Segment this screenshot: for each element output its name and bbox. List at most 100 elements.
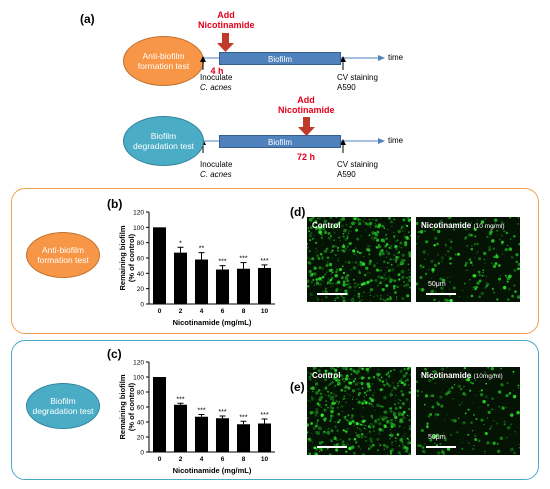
y-tick-label: 80 — [137, 390, 145, 397]
y-tick-label: 60 — [137, 256, 145, 263]
bar-8 — [236, 424, 251, 452]
bar-10 — [257, 267, 272, 304]
fluorescence-field — [307, 367, 411, 455]
micrograph-d-scale-text: 50μm — [428, 281, 446, 288]
formation-axis-label: time — [388, 53, 404, 62]
y-axis-label-line2: (% of control) — [127, 233, 136, 282]
bar-2 — [173, 252, 188, 304]
x-tick-label: 0 — [158, 308, 162, 315]
y-tick-label: 100 — [133, 375, 144, 382]
fluorescence-field — [416, 217, 520, 302]
significance-mark: *** — [260, 412, 268, 419]
degradation-test-label: Biofilm degradation test — [133, 131, 194, 151]
x-tick-label: 10 — [261, 456, 269, 463]
micrograph-e-treated-conc: (10mg/ml) — [473, 373, 503, 380]
bar-4 — [194, 416, 209, 452]
y-axis-label-line1: Remaining biofilm — [118, 225, 127, 290]
significance-mark: * — [179, 240, 182, 247]
y-axis-label-line2: (% of control) — [127, 382, 136, 431]
micrograph-e-control-label: Control — [312, 371, 341, 380]
fluorescence-field — [416, 367, 520, 455]
micrograph-e-scale-text: 50μm — [428, 434, 446, 441]
panel-label-d: (d) — [290, 205, 306, 219]
panel-label-a: (a) — [80, 12, 95, 26]
formation-absorbance: A590 — [337, 83, 356, 92]
significance-mark: *** — [239, 256, 247, 263]
formation-add-label: Add Nicotinamide — [198, 10, 255, 30]
bar-0 — [152, 227, 167, 304]
micrograph-e-treated: Nicotinamide (10mg/ml) 50μm — [416, 367, 520, 455]
y-axis-label-line1: Remaining biofilm — [118, 374, 127, 439]
panel-label-b: (b) — [107, 197, 123, 211]
y-tick-label: 0 — [140, 450, 144, 457]
degradation-time-point: 72 h — [296, 152, 315, 162]
formation-inoculate-text: Inoculate — [200, 73, 233, 82]
degradation-inoculate-text: Inoculate — [200, 160, 233, 169]
degradation-add-label: Add Nicotinamide — [278, 95, 335, 115]
x-tick-label: 0 — [158, 456, 162, 463]
micrograph-e-control: Control — [307, 367, 411, 455]
formation-stain: CV staining A590 — [337, 73, 378, 93]
x-tick-label: 4 — [200, 456, 204, 463]
micrograph-d-control: Control — [307, 217, 411, 302]
y-tick-label: 100 — [133, 225, 144, 232]
formation-test-label: Anti-biofilm formation test — [137, 51, 190, 71]
x-tick-label: 2 — [179, 308, 183, 315]
y-tick-label: 120 — [133, 210, 144, 217]
micrograph-e-treated-name: Nicotinamide — [421, 371, 472, 380]
x-tick-label: 6 — [221, 308, 225, 315]
bar-6 — [215, 418, 230, 452]
y-tick-label: 120 — [133, 360, 144, 367]
micrograph-d-treated-label: Nicotinamide (10 mg/ml) — [421, 221, 505, 230]
degradation-inoculate: Inoculate C. acnes — [200, 160, 232, 180]
y-tick-label: 20 — [137, 286, 145, 293]
x-tick-label: 2 — [179, 456, 183, 463]
degradation-stain: CV staining A590 — [337, 160, 378, 180]
degradation-biofilm-bar: Biofilm — [219, 135, 341, 148]
panel-label-e: (e) — [290, 380, 305, 394]
degradation-organism: C. acnes — [200, 170, 232, 179]
y-axis-label: Remaining biofilm(% of control) — [118, 374, 136, 439]
degradation-axis-label: time — [388, 136, 404, 145]
formation-organism: C. acnes — [200, 83, 232, 92]
y-axis-label: Remaining biofilm(% of control) — [118, 225, 136, 290]
fluorescence-field — [307, 217, 411, 302]
formation-frame-oval-label: Anti-biofilm formation test — [37, 245, 89, 265]
y-tick-label: 60 — [137, 405, 145, 412]
x-tick-label: 8 — [242, 308, 246, 315]
formation-frame — [11, 188, 539, 334]
micrograph-d-treated-scale-bar — [426, 293, 456, 295]
x-tick-label: 4 — [200, 308, 204, 315]
y-tick-label: 0 — [140, 302, 144, 309]
significance-mark: *** — [260, 258, 268, 265]
micrograph-d-treated-conc: (10 mg/ml) — [473, 223, 505, 230]
micrograph-d-treated-name: Nicotinamide — [421, 221, 472, 230]
degradation-frame — [11, 340, 539, 480]
bar-8 — [236, 268, 251, 304]
x-tick-label: 10 — [261, 308, 269, 315]
micrograph-d-control-scale-bar — [317, 293, 347, 295]
bar-0 — [152, 377, 167, 452]
bar-4 — [194, 259, 209, 304]
y-tick-label: 80 — [137, 240, 145, 247]
micrograph-d-treated: Nicotinamide (10 mg/ml) 50μm — [416, 217, 520, 302]
micrograph-e-treated-label: Nicotinamide (10mg/ml) — [421, 371, 503, 380]
micrograph-e-control-scale-bar — [317, 446, 347, 448]
y-tick-label: 40 — [137, 420, 145, 427]
significance-mark: *** — [176, 396, 184, 403]
degradation-stain-text: CV staining — [337, 160, 378, 169]
degradation-frame-oval: Biofilm degradation test — [26, 383, 100, 429]
y-tick-label: 20 — [137, 435, 145, 442]
significance-mark: *** — [218, 259, 226, 266]
formation-inoculate: Inoculate C. acnes — [200, 73, 232, 93]
y-tick-label: 40 — [137, 271, 145, 278]
x-tick-label: 6 — [221, 456, 225, 463]
significance-mark: *** — [197, 408, 205, 415]
degradation-absorbance: A590 — [337, 170, 356, 179]
panel-label-c: (c) — [107, 347, 122, 361]
bar-2 — [173, 404, 188, 452]
x-tick-label: 8 — [242, 456, 246, 463]
significance-mark: *** — [218, 409, 226, 416]
